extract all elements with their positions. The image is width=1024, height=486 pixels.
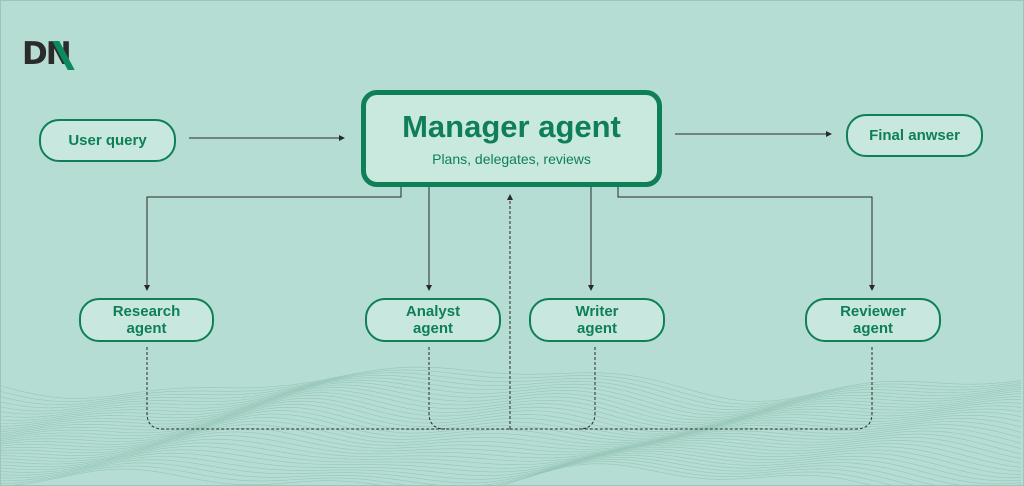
wave-line: [1, 377, 1022, 413]
arrow-manager-to-reviewer: [617, 187, 875, 291]
arrow-manager-to-research: [144, 187, 402, 291]
reviewer-agent-label-line1: Reviewer: [840, 303, 906, 320]
wave-line: [1, 392, 1022, 430]
wave-line: [1, 438, 1022, 472]
user-query-node: User query: [39, 119, 176, 162]
writer-agent-label-line1: Writer: [575, 303, 619, 320]
wave-line: [1, 431, 1022, 464]
wave-line: [1, 369, 1022, 405]
wave-line: [1, 461, 892, 485]
feedback-analyst: [428, 347, 446, 430]
wave-line: [1, 417, 1022, 445]
wave-line: [1, 406, 1022, 440]
wave-line: [1, 424, 1022, 454]
dn-logo: DN: [22, 39, 75, 70]
wave-line: [1, 403, 1022, 438]
wave-line: [1, 394, 1022, 433]
wave-line: [1, 449, 1022, 482]
research-agent-label-line1: Research: [112, 303, 181, 320]
wave-line: [1, 387, 1022, 424]
wave-line: [11, 463, 871, 485]
analyst-agent-node: Analyst agent: [365, 298, 501, 342]
analyst-agent-label-line2: agent: [412, 320, 453, 337]
user-query-label: User query: [68, 132, 147, 149]
wave-line: [1, 457, 935, 485]
analyst-agent-label-line1: Analyst: [405, 303, 461, 320]
wave-line: [1, 400, 1022, 437]
research-agent-label-line2: agent: [126, 320, 167, 337]
manager-agent-subtitle: Plans, delegates, reviews: [432, 150, 591, 167]
wave-line: [1, 454, 1022, 485]
feedback-writer: [578, 347, 596, 430]
manager-agent-node: Manager agent Plans, delegates, reviews: [361, 90, 662, 187]
writer-agent-node: Writer agent: [529, 298, 665, 342]
wave-line: [1, 442, 1022, 475]
research-agent-node: Research agent: [79, 298, 214, 342]
wave-line: [1, 382, 1022, 419]
wave-line: [1, 410, 1022, 441]
reviewer-agent-label-line2: agent: [852, 320, 893, 337]
wave-line: [1, 445, 1021, 478]
feedback-reviewer: [509, 347, 873, 430]
wave-line: [1, 374, 1022, 411]
wave-line: [1, 379, 1022, 416]
wave-line: [1, 427, 1022, 459]
wave-line: [1, 397, 1022, 435]
writer-agent-label-line2: agent: [576, 320, 617, 337]
wave-line: [1, 413, 1022, 443]
reviewer-agent-node: Reviewer agent: [805, 298, 941, 342]
wave-line: [1, 372, 1022, 408]
final-answer-node: Final anwser: [846, 114, 983, 157]
feedback-research: [146, 347, 509, 430]
wave-line: [1, 389, 1022, 427]
wave-line: [1, 420, 1022, 449]
manager-agent-title: Manager agent: [402, 108, 621, 144]
wave-line: [1, 452, 1022, 485]
wave-line: [1, 366, 1022, 402]
wave-line: [1, 435, 1022, 468]
wave-line: [1, 384, 1022, 421]
final-answer-label: Final anwser: [869, 127, 960, 144]
wave-line: [1, 458, 913, 485]
